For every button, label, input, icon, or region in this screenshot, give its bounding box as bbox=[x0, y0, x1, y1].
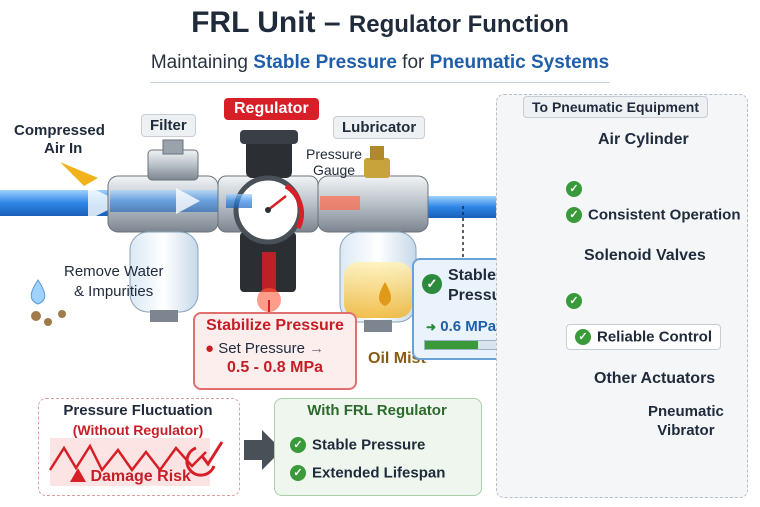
vibrator-line-2: Vibrator bbox=[657, 422, 715, 439]
filter-unit bbox=[107, 139, 219, 322]
check-icon: ✓ bbox=[290, 464, 306, 481]
check-icon: ✓ bbox=[566, 292, 582, 309]
remove-line-2: & Impurities bbox=[74, 283, 154, 300]
inlet-air-arrow bbox=[0, 162, 122, 220]
remove-water-label: Remove Water & Impurities bbox=[64, 262, 163, 302]
title-rest: Regulator Function bbox=[348, 11, 569, 38]
other-actuators-label: Other Actuators bbox=[594, 370, 716, 387]
damage-risk-text: Damage Risk bbox=[90, 468, 191, 485]
frl-title: With FRL Regulator bbox=[307, 402, 447, 419]
bullet-dot: ● bbox=[205, 340, 215, 357]
frl-item-2: ✓ Extended Lifespan bbox=[290, 464, 445, 482]
check-icon: ✓ bbox=[575, 328, 591, 345]
oil-mist-label: Oil Mist bbox=[368, 350, 426, 367]
compressed-air-label: Compressed Air In bbox=[14, 122, 105, 158]
title-divider bbox=[150, 82, 610, 83]
regulator-label: Regulator bbox=[224, 98, 319, 120]
filter-label: Filter bbox=[141, 114, 196, 137]
stabilize-title: Stabilize Pressure bbox=[206, 317, 344, 334]
arrow-icon: ➜ bbox=[426, 320, 437, 334]
equipment-panel bbox=[496, 94, 748, 498]
transition-arrow bbox=[244, 430, 282, 470]
stable-value: 0.6 MPa bbox=[440, 318, 497, 335]
gauge-line-1: Pressure bbox=[306, 146, 363, 162]
compressed-line-1: Compressed bbox=[14, 122, 105, 139]
water-droplets bbox=[30, 279, 66, 326]
consistent-row: ✓ Consistent Operation bbox=[566, 206, 741, 224]
air-cylinder-label: Air Cylinder bbox=[598, 131, 689, 148]
fluctuation-panel bbox=[38, 398, 240, 496]
stabilize-pressure-box: Stabilize Pressure ● Set Pressure → 0.5 … bbox=[193, 312, 357, 390]
reliable-text: Reliable Control bbox=[597, 328, 713, 346]
fluctuation-title: Pressure Fluctuation bbox=[63, 402, 213, 419]
title-dash: – bbox=[315, 6, 349, 39]
check-icon: ✓ bbox=[290, 436, 306, 453]
frl-item-1-text: Stable Pressure bbox=[312, 436, 426, 454]
stable-check-icon: ✓ bbox=[422, 274, 448, 294]
subtitle-bold-2: Pneumatic Systems bbox=[429, 52, 610, 73]
pressure-range: 0.5 - 0.8 MPa bbox=[226, 359, 324, 376]
regulator-unit bbox=[217, 130, 319, 312]
equipment-header: To Pneumatic Equipment bbox=[523, 96, 708, 118]
gauge-line-2: Gauge bbox=[312, 162, 356, 178]
reliable-row: ✓ Reliable Control bbox=[566, 324, 722, 350]
title-main: FRL Unit bbox=[191, 6, 316, 39]
remove-line-1: Remove Water bbox=[64, 263, 164, 280]
fluctuation-subtitle: (Without Regulator) bbox=[72, 422, 204, 438]
lubricator-unit bbox=[317, 146, 429, 332]
page-subtitle: Maintaining Stable Pressure for Pneumati… bbox=[0, 52, 760, 74]
warning-icon bbox=[70, 468, 86, 482]
solenoid-check-1: ✓ bbox=[566, 292, 588, 310]
lubricator-label: Lubricator bbox=[333, 116, 426, 139]
stable-line-1: Stable bbox=[448, 267, 497, 284]
set-pressure-row: ● Set Pressure → bbox=[195, 340, 355, 357]
vibrator-label: Pneumatic Vibrator bbox=[648, 402, 724, 440]
set-pressure-label: Set Pressure bbox=[218, 340, 305, 357]
consistent-text: Consistent Operation bbox=[588, 206, 741, 224]
check-icon: ✓ bbox=[566, 206, 582, 223]
stable-value-row: ➜ 0.6 MPa bbox=[426, 318, 496, 335]
cylinder-check-1: ✓ bbox=[566, 180, 588, 198]
frl-item-2-text: Extended Lifespan bbox=[312, 464, 446, 482]
subtitle-bold-1: Stable Pressure bbox=[253, 52, 397, 73]
page-title: FRL Unit – Regulator Function bbox=[0, 6, 760, 40]
stable-level-fill bbox=[425, 341, 478, 349]
pressure-gauge-label: Pressure Gauge bbox=[306, 146, 362, 178]
vibrator-line-1: Pneumatic bbox=[648, 403, 724, 420]
damage-risk-row: Damage Risk bbox=[70, 468, 191, 486]
compressed-line-2: Air In bbox=[44, 140, 83, 157]
frl-item-1: ✓ Stable Pressure bbox=[290, 436, 425, 454]
frl-regulator-panel bbox=[274, 398, 482, 496]
check-icon: ✓ bbox=[566, 180, 582, 197]
subtitle-mid: for bbox=[396, 52, 430, 73]
arrow-right-icon: → bbox=[309, 340, 325, 357]
subtitle-pre: Maintaining bbox=[150, 52, 254, 73]
solenoid-label: Solenoid Valves bbox=[584, 247, 706, 264]
